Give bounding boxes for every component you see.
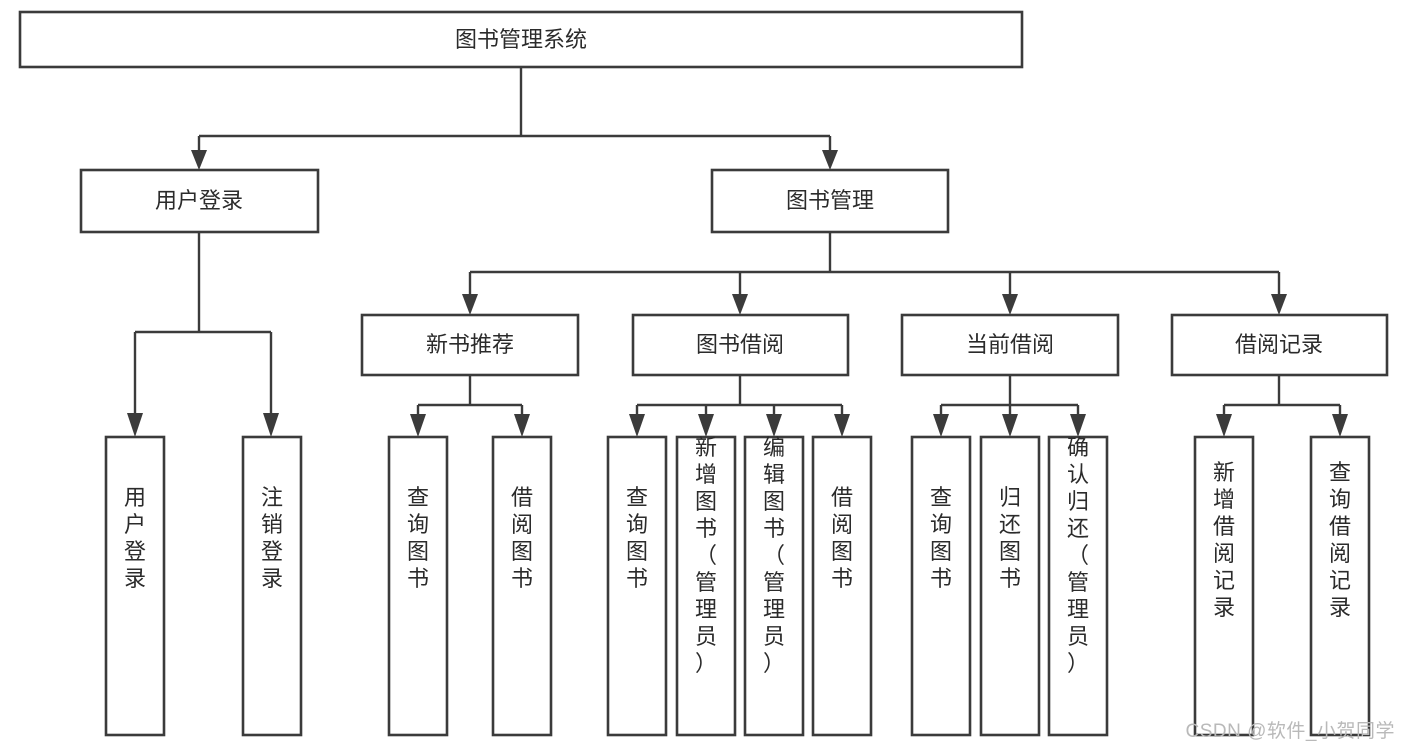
node-root-label: 图书管理系统 bbox=[455, 27, 587, 52]
arrow-head-leaf-confirm-return bbox=[1070, 414, 1086, 437]
node-leaf-borrow-book-1-label: 借阅图书 bbox=[511, 485, 533, 591]
node-leaf-logout-login[interactable]: 注销登录 bbox=[241, 435, 303, 737]
node-borrow-record-box[interactable] bbox=[1170, 313, 1389, 377]
arrow-head-leaf-user-login bbox=[127, 413, 143, 437]
node-book-manage-label: 图书管理 bbox=[786, 188, 874, 213]
node-leaf-borrow-book-2[interactable]: 借阅图书 bbox=[811, 435, 873, 737]
arrow-head-leaf-return-book bbox=[1002, 414, 1018, 437]
arrow-head-borrow-record bbox=[1271, 294, 1287, 315]
node-book-borrow-box[interactable] bbox=[631, 313, 850, 377]
node-leaf-add-record-label: 新增借阅记录 bbox=[1213, 460, 1235, 620]
node-borrow-record-label: 借阅记录 bbox=[1235, 332, 1323, 357]
node-new-book-recommend-box[interactable] bbox=[360, 313, 580, 377]
node-leaf-edit-book[interactable]: 编辑图书（管理员） bbox=[743, 435, 805, 737]
arrow-head-leaf-query-record bbox=[1332, 414, 1348, 437]
arrow-head-user-login bbox=[191, 150, 207, 170]
node-leaf-confirm-return-label: 确认归还（管理员） bbox=[1067, 435, 1089, 676]
node-current-borrow-box[interactable] bbox=[900, 313, 1120, 377]
node-borrow-record[interactable]: 借阅记录 bbox=[1170, 313, 1389, 377]
node-book-manage[interactable]: 图书管理 bbox=[710, 168, 950, 234]
node-leaf-add-book[interactable]: 新增图书（管理员） bbox=[675, 435, 737, 737]
node-leaf-user-login-label: 用户登录 bbox=[124, 485, 146, 591]
node-leaf-user-login[interactable]: 用户登录 bbox=[104, 435, 166, 737]
node-user-login-label: 用户登录 bbox=[155, 188, 243, 213]
node-leaf-logout-login-label: 注销登录 bbox=[261, 485, 283, 591]
node-leaf-query-book-1[interactable]: 查询图书 bbox=[387, 435, 449, 737]
arrow-head-leaf-logout-login bbox=[263, 413, 279, 437]
arrow-head-current-borrow bbox=[1002, 294, 1018, 315]
node-leaf-query-record[interactable]: 查询借阅记录 bbox=[1309, 435, 1371, 737]
node-leaf-confirm-return[interactable]: 确认归还（管理员） bbox=[1047, 435, 1109, 737]
arrow-head-leaf-edit-book bbox=[766, 414, 782, 437]
node-leaf-edit-book-label: 编辑图书（管理员） bbox=[763, 435, 785, 676]
node-leaf-borrow-book-1[interactable]: 借阅图书 bbox=[491, 435, 553, 737]
arrow-head-leaf-add-record bbox=[1216, 414, 1232, 437]
node-leaf-confirm-return-box[interactable] bbox=[1047, 435, 1109, 737]
arrow-head-leaf-borrow-book-1 bbox=[514, 414, 530, 437]
node-leaf-borrow-book-1-box[interactable] bbox=[491, 435, 553, 737]
node-leaf-return-book-label: 归还图书 bbox=[999, 485, 1021, 591]
node-book-manage-box[interactable] bbox=[710, 168, 950, 234]
arrow-head-leaf-borrow-book-2 bbox=[834, 414, 850, 437]
node-leaf-add-record-box[interactable] bbox=[1193, 435, 1255, 737]
arrow-head-leaf-add-book bbox=[698, 414, 714, 437]
node-book-borrow-label: 图书借阅 bbox=[696, 332, 784, 357]
connector-layer bbox=[127, 67, 1348, 437]
node-leaf-borrow-book-2-box[interactable] bbox=[811, 435, 873, 737]
node-user-login[interactable]: 用户登录 bbox=[79, 168, 320, 234]
node-current-borrow[interactable]: 当前借阅 bbox=[900, 313, 1120, 377]
node-leaf-return-book-box[interactable] bbox=[979, 435, 1041, 737]
node-leaf-logout-login-box[interactable] bbox=[241, 435, 303, 737]
node-root[interactable]: 图书管理系统 bbox=[18, 10, 1024, 69]
node-leaf-add-record[interactable]: 新增借阅记录 bbox=[1193, 435, 1255, 737]
node-leaf-query-book-2-box[interactable] bbox=[606, 435, 668, 737]
node-leaf-query-book-1-label: 查询图书 bbox=[407, 485, 429, 591]
node-leaf-user-login-box[interactable] bbox=[104, 435, 166, 737]
arrow-head-book-manage bbox=[822, 150, 838, 170]
arrow-head-leaf-query-book-3 bbox=[933, 414, 949, 437]
arrow-head-new-book-recommend bbox=[462, 294, 478, 315]
node-user-login-box[interactable] bbox=[79, 168, 320, 234]
node-leaf-query-record-label: 查询借阅记录 bbox=[1329, 460, 1351, 620]
node-leaf-return-book[interactable]: 归还图书 bbox=[979, 435, 1041, 737]
node-leaf-borrow-book-2-label: 借阅图书 bbox=[831, 485, 853, 591]
node-leaf-query-book-3-box[interactable] bbox=[910, 435, 972, 737]
arrow-head-leaf-query-book-1 bbox=[410, 414, 426, 437]
node-book-borrow[interactable]: 图书借阅 bbox=[631, 313, 850, 377]
node-leaf-query-book-2-label: 查询图书 bbox=[626, 485, 648, 591]
node-leaf-edit-book-box[interactable] bbox=[743, 435, 805, 737]
node-current-borrow-label: 当前借阅 bbox=[966, 332, 1054, 357]
node-leaf-query-book-2[interactable]: 查询图书 bbox=[606, 435, 668, 737]
node-leaf-query-record-box[interactable] bbox=[1309, 435, 1371, 737]
node-new-book-recommend-label: 新书推荐 bbox=[426, 332, 514, 357]
node-leaf-query-book-3-label: 查询图书 bbox=[930, 485, 952, 591]
arrow-head-leaf-query-book-2 bbox=[629, 414, 645, 437]
arrow-head-book-borrow bbox=[732, 294, 748, 315]
node-leaf-query-book-1-box[interactable] bbox=[387, 435, 449, 737]
node-leaf-add-book-box[interactable] bbox=[675, 435, 737, 737]
node-leaf-add-book-label: 新增图书（管理员） bbox=[695, 435, 717, 676]
node-root-box[interactable] bbox=[18, 10, 1024, 69]
node-leaf-query-book-3[interactable]: 查询图书 bbox=[910, 435, 972, 737]
node-new-book-recommend[interactable]: 新书推荐 bbox=[360, 313, 580, 377]
